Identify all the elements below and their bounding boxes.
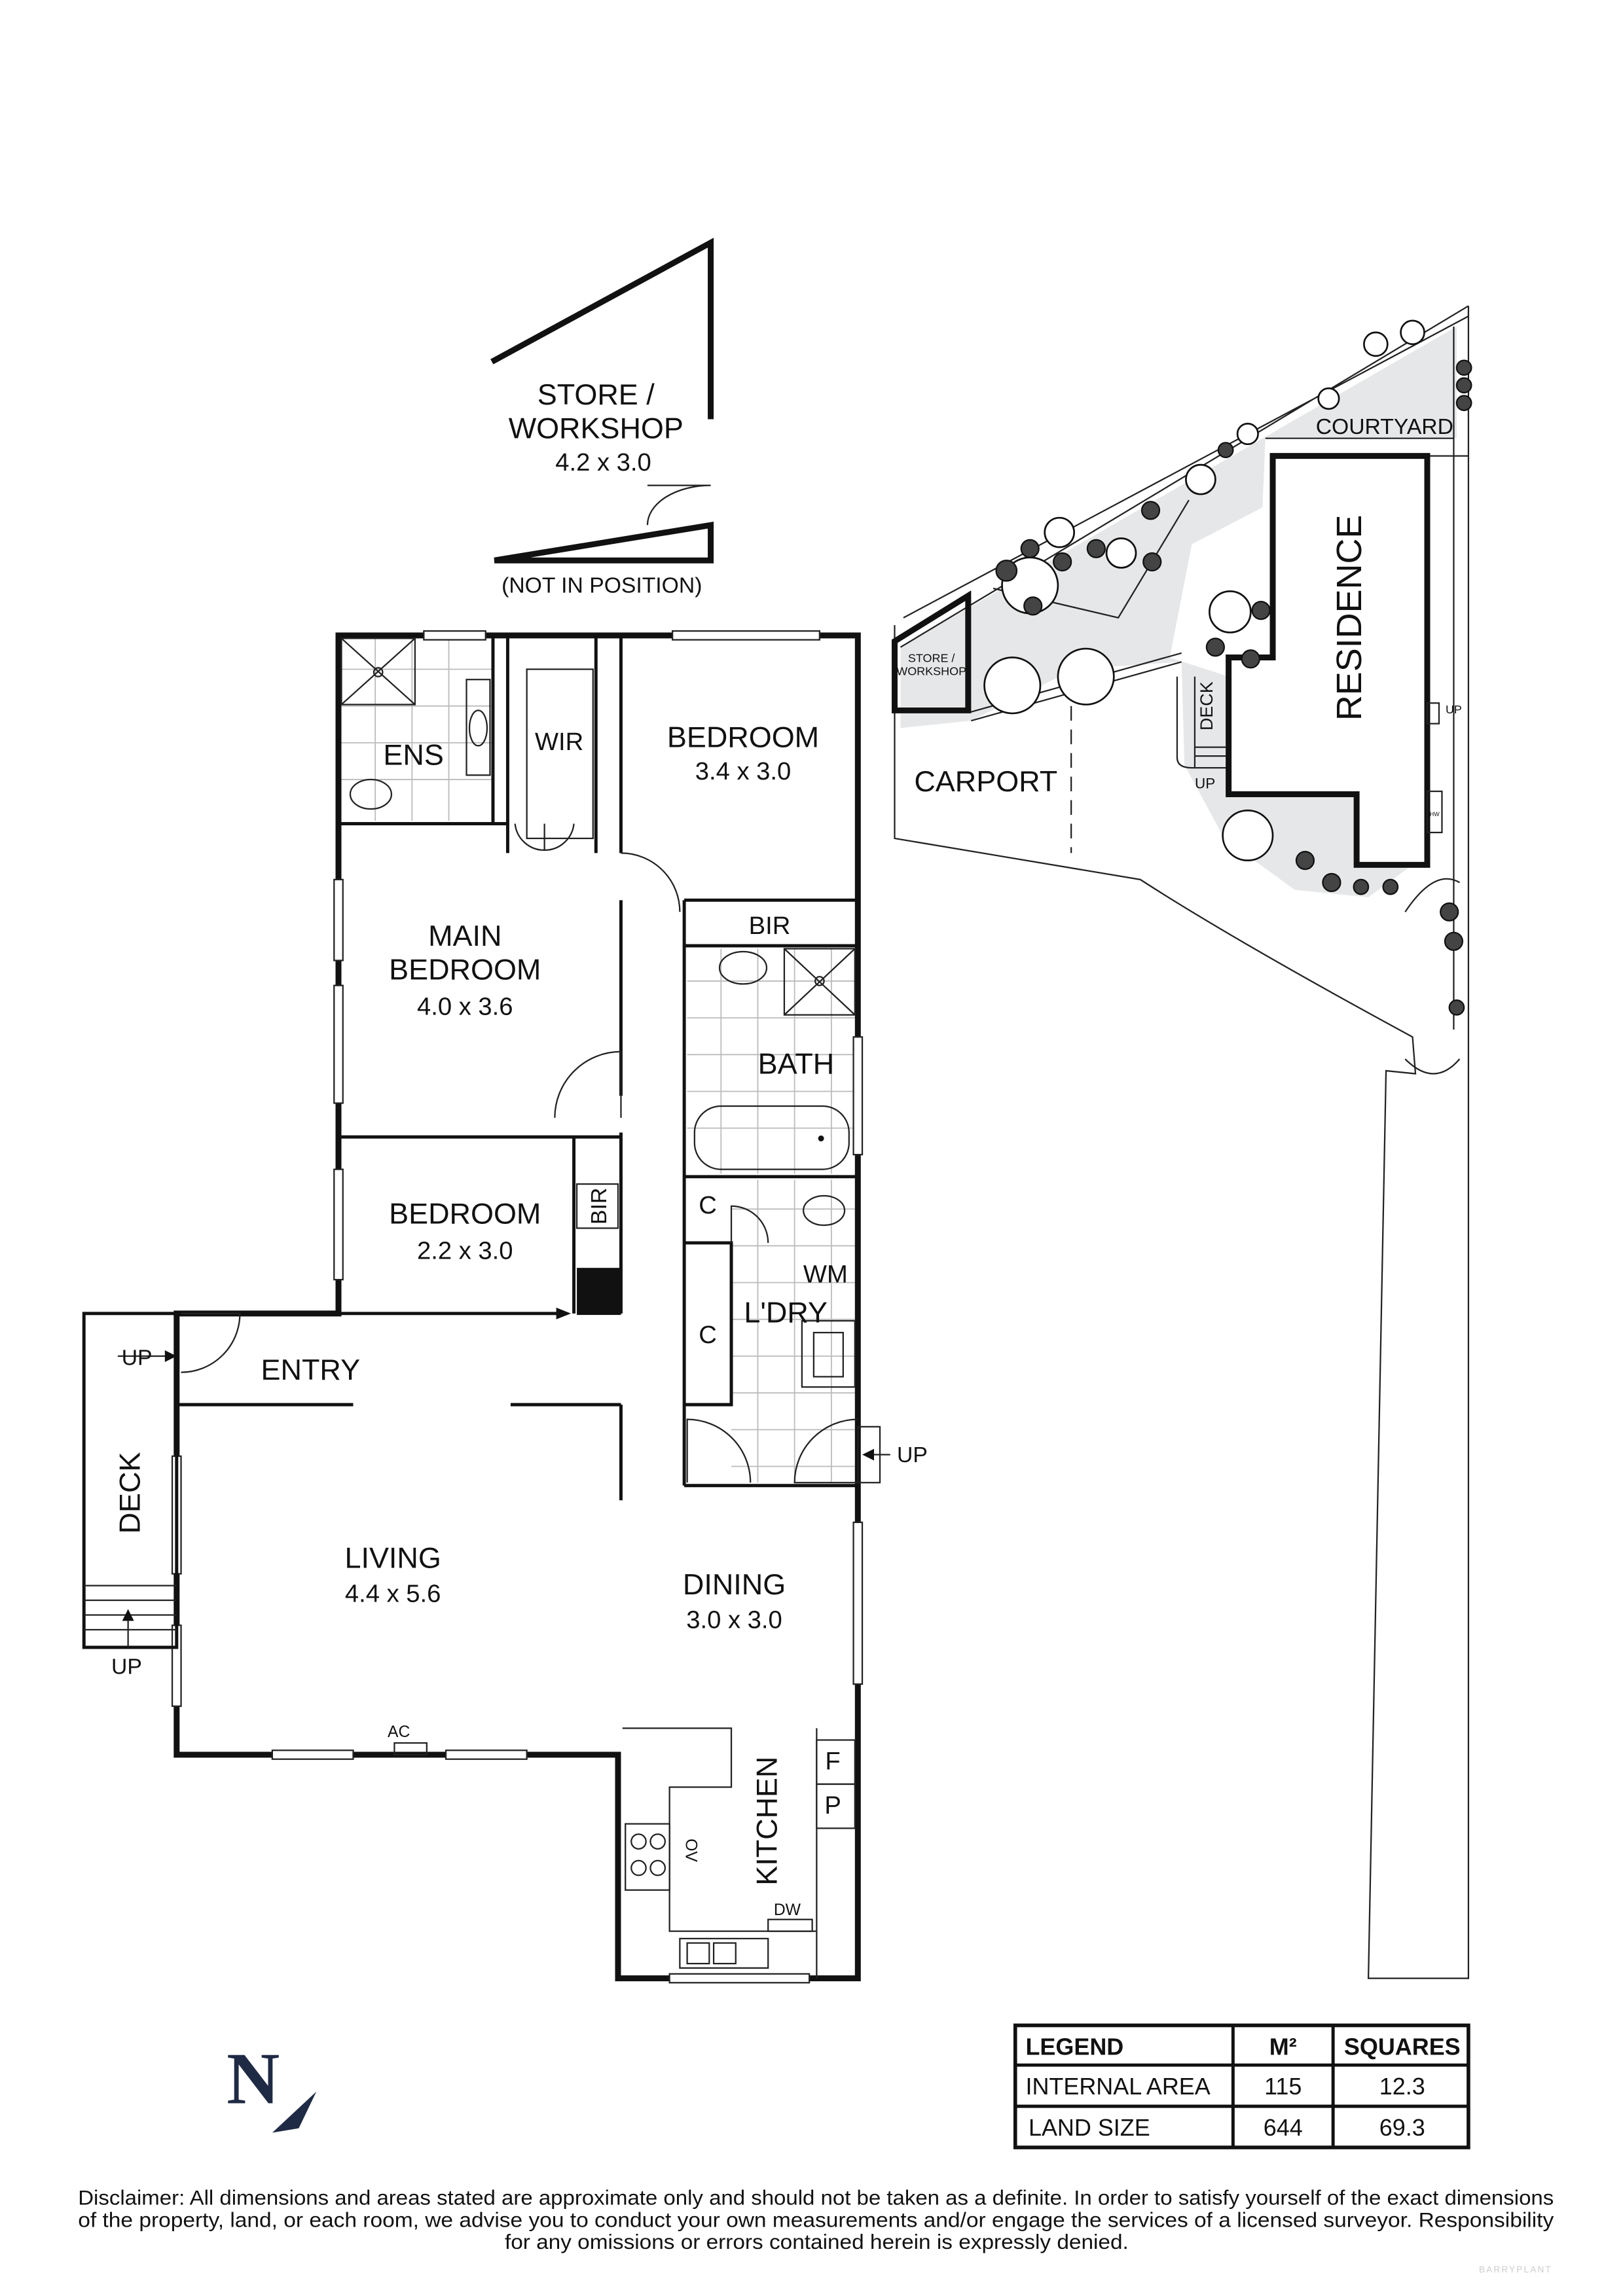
disclaimer: Disclaimer: All dimensions and areas sta…	[78, 2187, 1554, 2253]
legend-table: LEGEND M² SQUARES INTERNAL AREA 115 12.3…	[1013, 2023, 1470, 2149]
entry-label: ENTRY	[261, 1353, 361, 1386]
up-label-2: UP	[111, 1654, 142, 1679]
door-icons	[181, 823, 858, 1484]
bir-block	[577, 1268, 621, 1316]
wir-label: WIR	[535, 728, 583, 756]
m2-header: M²	[1269, 2033, 1297, 2060]
bedroom-1-label: BEDROOM	[667, 721, 819, 754]
cupboard-label-2: C	[699, 1321, 717, 1349]
courtyard-label: COURTYARD	[1316, 414, 1453, 439]
ac-label: AC	[388, 1723, 410, 1741]
toilet-icon	[803, 1194, 846, 1227]
door-icon	[646, 484, 711, 526]
bedroom-2-label: BEDROOM	[389, 1197, 541, 1230]
north-letter: N	[227, 2039, 280, 2120]
bir-cupboard	[575, 1183, 619, 1229]
bir-2-label: BIR	[587, 1188, 611, 1225]
site-plan: STORE / WORKSHOP COURTYARD RESIDENCE CAR…	[891, 305, 1472, 1979]
oven-label: OV	[682, 1839, 699, 1862]
tiled-areas	[341, 638, 855, 1483]
dishwasher-label: DW	[774, 1901, 801, 1919]
bedroom-1-dims: 3.4 x 3.0	[695, 757, 792, 785]
site-up-label-2: UP	[1446, 703, 1462, 716]
sink-icon	[679, 1937, 769, 1969]
internal-area-squares: 12.3	[1379, 2073, 1425, 2100]
pantry-label: P	[824, 1791, 841, 1820]
toilet-icon	[349, 778, 393, 810]
dining-label: DINING	[683, 1568, 786, 1601]
vanity-icon	[465, 679, 491, 776]
fixtures	[338, 637, 856, 1979]
disclaimer-line: for any omissions or errors contained he…	[505, 2231, 1129, 2253]
dishwasher-icon	[767, 1918, 813, 1932]
site-store-label-2: WORKSHOP	[896, 665, 966, 678]
bathtub-icon	[693, 1105, 850, 1170]
tree-icons	[983, 319, 1472, 1016]
store-label: STORE /	[538, 378, 655, 411]
cupboard-label: C	[699, 1191, 717, 1219]
kitchen-bench	[622, 1727, 818, 1979]
dining-dims: 3.0 x 3.0	[686, 1606, 782, 1634]
store-label-2: WORKSHOP	[509, 412, 684, 445]
store-note: (NOT IN POSITION)	[501, 573, 702, 598]
bedroom-2-dims: 2.2 x 3.0	[417, 1237, 513, 1265]
toilet-icon	[718, 950, 768, 985]
windows	[171, 630, 864, 1984]
site-store-workshop	[891, 590, 972, 713]
site-deck-label: DECK	[1197, 681, 1216, 730]
land-size-label: LAND SIZE	[1029, 2114, 1150, 2141]
site-up-label: UP	[1195, 776, 1215, 792]
disclaimer-line: of the property, land, or each room, we …	[78, 2208, 1554, 2231]
hot-water-label: HW	[1430, 811, 1440, 817]
shower-icon	[783, 948, 856, 1016]
living-dims: 4.4 x 5.6	[345, 1579, 441, 1607]
rear-up-label: UP	[897, 1443, 928, 1467]
shower-icon	[340, 637, 416, 706]
up-label: UP	[122, 1345, 153, 1370]
main-bedroom-label: MAIN	[428, 919, 501, 952]
front-deck	[82, 1312, 890, 1649]
fridge-label: F	[825, 1747, 840, 1775]
bath-label: BATH	[758, 1047, 835, 1081]
ens-label: ENS	[383, 738, 443, 772]
north-arrow: N	[227, 2039, 317, 2133]
squares-header: SQUARES	[1344, 2033, 1461, 2060]
site-store-label: STORE /	[908, 651, 955, 664]
internal-area-m2: 115	[1264, 2073, 1302, 2100]
land-size-m2: 644	[1264, 2114, 1303, 2141]
main-bedroom-dims: 4.0 x 3.6	[417, 993, 513, 1021]
north-arrow-icon	[272, 2091, 317, 2133]
residence-label: RESIDENCE	[1330, 515, 1369, 721]
house-plan: ENS WIR BEDROOM 3.4 x 3.0 MAIN BEDROOM 4…	[82, 630, 928, 1984]
legend-header: LEGEND	[1025, 2033, 1123, 2060]
cooktop-icon	[625, 1823, 670, 1891]
ac-unit-icon	[393, 1742, 428, 1756]
pantry	[816, 1783, 856, 1829]
carport-label: CARPORT	[914, 764, 1057, 798]
land-size-squares: 69.3	[1379, 2114, 1425, 2141]
store-dims: 4.2 x 3.0	[555, 448, 651, 476]
bir-label: BIR	[749, 912, 791, 940]
store-workshop: STORE / WORKSHOP 4.2 x 3.0 (NOT IN POSIT…	[490, 238, 714, 598]
trough-icon	[801, 1319, 856, 1388]
laundry-label: L'DRY	[744, 1295, 828, 1329]
deck-label: DECK	[113, 1452, 147, 1534]
living-label: LIVING	[344, 1541, 441, 1575]
internal-area-label: INTERNAL AREA	[1025, 2073, 1210, 2100]
disclaimer-line: Disclaimer: All dimensions and areas sta…	[78, 2187, 1554, 2210]
watermark: BARRYPLANT	[1479, 2265, 1552, 2274]
kitchen-label: KITCHEN	[750, 1757, 784, 1886]
interior-walls	[176, 635, 858, 1501]
main-bedroom-label-2: BEDROOM	[389, 953, 541, 986]
washing-machine-label: WM	[803, 1261, 848, 1289]
